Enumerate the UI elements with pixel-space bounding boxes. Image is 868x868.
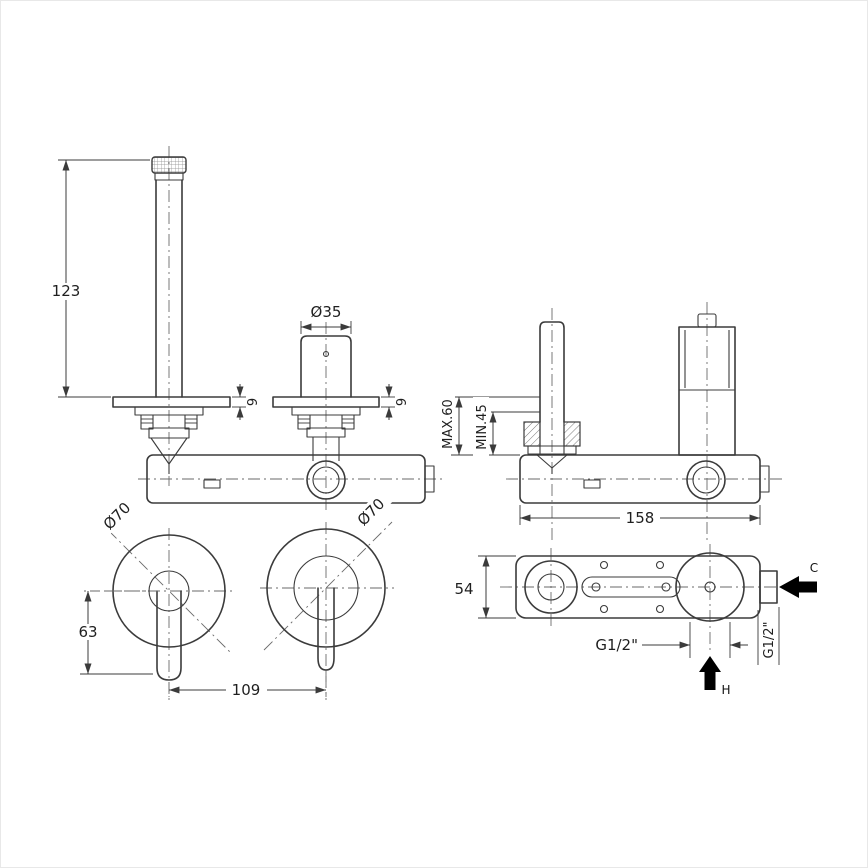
spout-flange — [148, 570, 190, 612]
spout-inlet-collar — [148, 427, 190, 439]
hot-arrow-icon — [699, 656, 721, 690]
cold-label: C — [810, 561, 818, 575]
spout-screws — [140, 414, 198, 430]
handle-pin — [322, 350, 330, 358]
dim-handle-rosette-diameter: Ø70 — [347, 488, 394, 535]
dim-spout-height: 123 — [50, 159, 150, 398]
side-view: MAX.60 MIN.45 158 — [439, 302, 782, 540]
lever-plan — [317, 587, 335, 671]
dim-spout-rosette-diameter: Ø70 — [93, 492, 140, 539]
spout-bracket — [134, 406, 204, 416]
spout-wall-plate — [112, 396, 231, 408]
dim-label-9-left: 9 — [246, 398, 261, 406]
dim-label-g12-bottom: G1/2" — [595, 636, 638, 654]
ear-hole — [655, 560, 665, 570]
handle — [300, 335, 352, 398]
dim-label-max60: MAX.60 — [441, 399, 456, 449]
side-valve-port — [686, 460, 726, 500]
dim-min-depth: MIN.45 — [473, 397, 540, 457]
dim-spout-offset: 63 — [74, 590, 160, 675]
dim-body-width: 158 — [519, 505, 761, 527]
ear-hole — [599, 560, 609, 570]
rough-in-view: 54 G1/2" G1/2" C H — [450, 544, 818, 697]
dim-label-54: 54 — [454, 580, 473, 598]
valve-collar — [306, 427, 346, 438]
side-body-label-plate — [583, 479, 601, 489]
dim-side-connection: G1/2" — [757, 607, 780, 668]
slot-hole-left — [591, 582, 601, 592]
ear-hole — [655, 604, 665, 614]
dim-label-min45: MIN.45 — [475, 404, 490, 449]
ear-hole — [599, 604, 609, 614]
side-plate-section-right — [563, 421, 581, 447]
dim-handle-diameter: Ø35 — [300, 303, 352, 334]
side-spout-tube — [539, 321, 565, 423]
valve-port — [306, 460, 346, 500]
dim-handle-plate-thickness: 9 — [381, 384, 410, 420]
aerator — [151, 156, 187, 174]
dim-bottom-connection: G1/2" — [595, 622, 748, 658]
side-spout-bracket — [527, 445, 577, 455]
dim-max-depth: MAX.60 — [439, 394, 540, 456]
dim-label-109: 109 — [232, 681, 261, 699]
left-inlet-port — [524, 560, 578, 614]
dim-centers-distance: 109 — [168, 672, 327, 699]
front-view: 123 Ø35 9 9 — [50, 146, 442, 514]
handle-screws — [297, 414, 355, 430]
handle-bracket — [291, 406, 361, 416]
hot-label: H — [721, 683, 730, 697]
right-diagonal-centerline — [263, 521, 393, 651]
dim-label-123: 123 — [52, 282, 81, 300]
aerator-collar — [154, 172, 184, 181]
body-label-plate — [203, 479, 221, 489]
left-diagonal-centerline — [107, 529, 233, 655]
dim-label-g12-side: G1/2" — [762, 622, 777, 659]
plan-view: Ø70 Ø70 63 109 — [74, 488, 394, 700]
side-body-end-cap — [759, 465, 770, 493]
dim-label-9-right: 9 — [395, 398, 410, 406]
body-end-cap — [424, 465, 435, 493]
side-plate-section-left — [523, 421, 541, 447]
slot-hole-right — [661, 582, 671, 592]
handle-rosette — [266, 528, 386, 648]
spout-plan — [156, 590, 182, 681]
dim-body-height: 54 — [450, 555, 516, 619]
dim-label-158: 158 — [626, 509, 655, 527]
hot-inlet: H — [699, 656, 731, 697]
valve-outlet-port — [675, 552, 745, 622]
mounting-slot — [581, 576, 681, 598]
dim-label-63: 63 — [78, 623, 97, 641]
cold-arrow-icon — [779, 576, 817, 598]
cold-inlet: C — [779, 561, 818, 598]
handle-base — [293, 555, 359, 621]
dim-label-d35: Ø35 — [311, 303, 342, 321]
side-outlet-stub — [759, 570, 778, 604]
dim-spout-plate-thickness: 9 — [232, 384, 261, 420]
